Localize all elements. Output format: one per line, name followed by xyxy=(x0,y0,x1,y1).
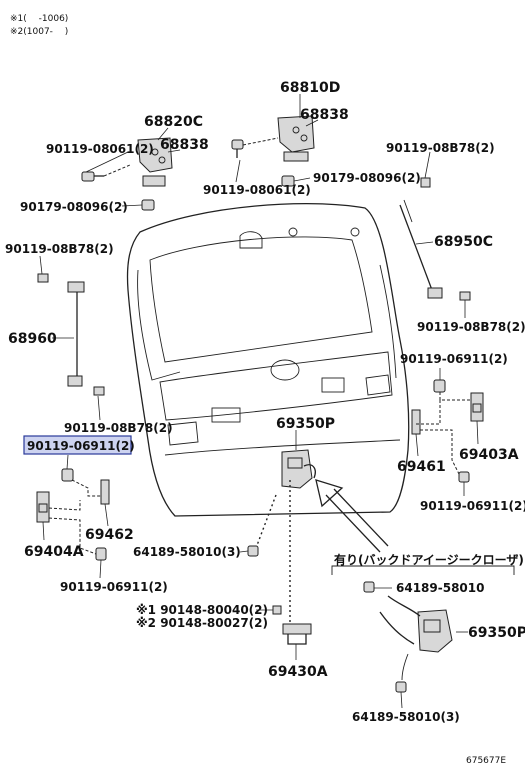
pointer-arrow xyxy=(315,479,389,553)
screw-90119-06911-bottom xyxy=(95,547,107,561)
label-90119-08061-left[interactable]: 90119-08061(2) xyxy=(46,142,154,156)
label-69350P[interactable]: 69350P xyxy=(276,416,335,432)
part-labels: 68810D 68838 68820C 68838 90119-08061(2)… xyxy=(5,80,525,724)
screw-90119-06911-right xyxy=(433,379,446,393)
dash-hinge-mid xyxy=(242,137,279,146)
leader-lines xyxy=(39,94,479,660)
label-90119-06911-right[interactable]: 90119-06911(2) xyxy=(400,352,508,366)
dash-left-1 xyxy=(71,479,101,497)
bumper-69404A xyxy=(36,491,50,523)
label-68820C[interactable]: 68820C xyxy=(144,114,203,130)
bolt-90119-08061-mid xyxy=(231,139,244,158)
cushion-69461 xyxy=(411,409,421,435)
dash-left-2 xyxy=(48,500,81,511)
label-69430A[interactable]: 69430A xyxy=(268,664,328,680)
screw-90119-06911-selected xyxy=(61,468,74,482)
label-64189-58010-box-bottom[interactable]: 64189-58010(3) xyxy=(352,710,460,724)
label-68838-left[interactable]: 68838 xyxy=(160,137,209,153)
label-90179-08096-left[interactable]: 90179-08096(2) xyxy=(20,200,128,214)
label-90119-06911-bottom[interactable]: 90119-06911(2) xyxy=(60,580,168,594)
label-68838-top[interactable]: 68838 xyxy=(300,107,349,123)
bumper-69403A xyxy=(470,392,484,422)
label-69404A[interactable]: 69404A xyxy=(24,544,84,560)
hinge-68810D xyxy=(277,115,315,162)
label-90148-80027[interactable]: ※2 90148-80027(2) xyxy=(136,616,268,630)
label-64189-58010-box[interactable]: 64189-58010 xyxy=(396,581,484,595)
strut-68950C xyxy=(399,177,471,301)
option-box-title: 有り(バックドアイージークローザ) xyxy=(334,552,524,567)
label-90119-08B78-lower[interactable]: 90119-08B78(2) xyxy=(64,421,173,435)
bolt-90119-08061-left xyxy=(81,171,104,182)
cushion-69462 xyxy=(100,479,110,505)
label-90148-80040[interactable]: ※1 90148-80040(2) xyxy=(136,603,268,617)
closer-69350P xyxy=(379,595,453,693)
hinge-68820C xyxy=(137,137,173,187)
label-90179-08096-mid[interactable]: 90179-08096(2) xyxy=(313,171,421,185)
label-68960[interactable]: 68960 xyxy=(8,331,57,347)
label-90119-06911-selected[interactable]: 90119-06911(2) xyxy=(27,439,135,453)
bolt-64189-58010-mid xyxy=(247,545,259,557)
selected-highlight xyxy=(23,435,132,455)
label-69462[interactable]: 69462 xyxy=(85,527,134,543)
label-69461[interactable]: 69461 xyxy=(397,459,446,475)
dash-hinge-left xyxy=(103,164,131,177)
dash-right-2 xyxy=(420,429,461,477)
label-69403A[interactable]: 69403A xyxy=(459,447,519,463)
label-90119-06911-right-low[interactable]: 90119-06911(2) xyxy=(420,499,525,513)
note-2: ※2(1007- ) xyxy=(10,27,68,37)
lock-69350P xyxy=(281,449,316,489)
label-90119-08061-mid[interactable]: 90119-08061(2) xyxy=(203,183,311,197)
strut-68960 xyxy=(37,273,105,396)
label-90119-08B78-right[interactable]: 90119-08B78(2) xyxy=(417,320,525,334)
label-90119-08B78-left[interactable]: 90119-08B78(2) xyxy=(5,242,114,256)
label-68950C[interactable]: 68950C xyxy=(434,234,493,250)
striker-69430A xyxy=(272,605,312,645)
label-68810D[interactable]: 68810D xyxy=(280,80,340,96)
dash-right-1 xyxy=(416,399,471,425)
nut-90179-08096-left xyxy=(141,199,155,211)
dash-left-3 xyxy=(48,517,97,555)
bolt-64189-58010-box xyxy=(363,581,375,593)
label-64189-58010-mid[interactable]: 64189-58010(3) xyxy=(133,545,241,559)
label-69350P-box[interactable]: 69350P xyxy=(468,625,525,641)
screw-90119-06911-right-low xyxy=(458,471,470,483)
catalog-code: 675677E xyxy=(466,756,506,766)
note-1: ※1( -1006) xyxy=(10,14,68,24)
option-box xyxy=(331,565,515,709)
bolt-guide-line xyxy=(255,494,277,549)
label-90119-08B78-topright[interactable]: 90119-08B78(2) xyxy=(386,141,495,155)
back-door-panel xyxy=(126,203,410,517)
